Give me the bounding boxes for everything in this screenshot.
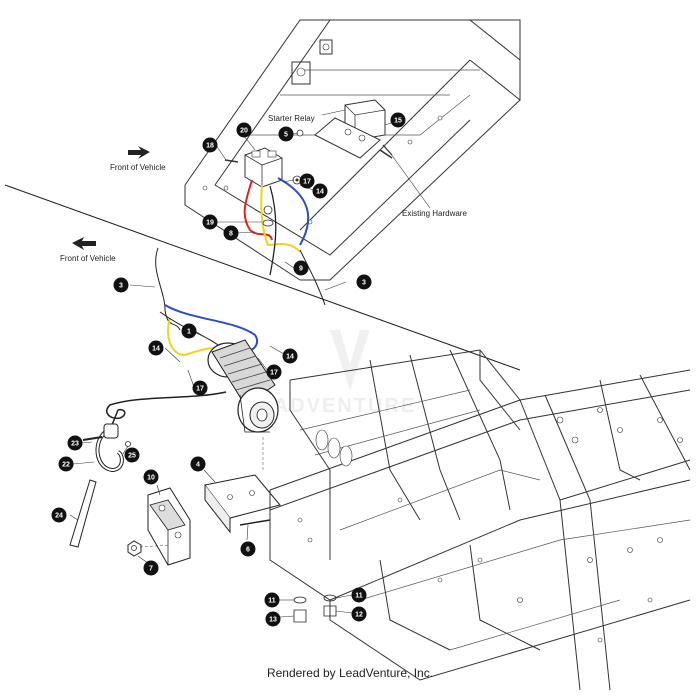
svg-text:11: 11 bbox=[268, 598, 276, 605]
svg-text:17: 17 bbox=[303, 179, 311, 186]
section-divider bbox=[4, 184, 521, 371]
red-wire-top bbox=[243, 179, 273, 241]
svg-text:23: 23 bbox=[71, 441, 79, 448]
callout-3-left: 3 bbox=[113, 277, 129, 293]
callout-11-right: 11 bbox=[351, 587, 367, 603]
callout-25: 25 bbox=[124, 447, 140, 463]
winch-mount-bracket bbox=[147, 487, 191, 566]
svg-text:20: 20 bbox=[240, 128, 248, 135]
svg-text:19: 19 bbox=[206, 220, 214, 227]
front-label-top: Front of Vehicle bbox=[110, 163, 166, 172]
top-frame-detail bbox=[184, 19, 521, 281]
svg-text:ADVENTURE: ADVENTURE bbox=[274, 395, 416, 417]
callout-23: 23 bbox=[67, 435, 83, 451]
front-arrow-left bbox=[72, 237, 96, 250]
callout-11-left: 11 bbox=[264, 592, 280, 608]
svg-text:17: 17 bbox=[196, 386, 204, 393]
svg-text:4: 4 bbox=[196, 462, 200, 469]
starter-relay-label: Starter Relay bbox=[268, 114, 315, 123]
svg-text:9: 9 bbox=[299, 266, 303, 273]
callouts: 20 15 5 18 17 14 19 8 9 3 3 1 14 14 17 1… bbox=[51, 112, 406, 627]
starter-relay bbox=[314, 99, 386, 159]
callout-14: 14 bbox=[312, 183, 328, 199]
yellow-wire-top bbox=[260, 184, 301, 253]
leader-lines bbox=[69, 121, 395, 618]
svg-text:14: 14 bbox=[286, 354, 294, 361]
callout-5: 5 bbox=[278, 126, 294, 142]
svg-text:11: 11 bbox=[355, 593, 363, 600]
svg-text:3: 3 bbox=[119, 283, 123, 290]
callout-7: 7 bbox=[143, 560, 159, 576]
vehicle-frame bbox=[269, 349, 691, 691]
svg-text:24: 24 bbox=[55, 513, 63, 520]
front-arrow-top bbox=[128, 146, 150, 159]
svg-text:8: 8 bbox=[229, 231, 233, 238]
front-label-left: Front of Vehicle bbox=[60, 254, 116, 263]
callout-6: 6 bbox=[240, 541, 256, 557]
svg-text:22: 22 bbox=[62, 462, 70, 469]
svg-text:7: 7 bbox=[149, 566, 153, 573]
hook-strap bbox=[69, 479, 97, 548]
callout-22: 22 bbox=[58, 456, 74, 472]
callout-18: 18 bbox=[202, 137, 218, 153]
nut bbox=[127, 540, 142, 557]
svg-text:5: 5 bbox=[284, 132, 288, 139]
svg-text:17: 17 bbox=[270, 370, 278, 377]
winch-contactor bbox=[244, 147, 283, 188]
callout-12: 12 bbox=[351, 606, 367, 622]
svg-text:3: 3 bbox=[362, 280, 366, 287]
svg-text:25: 25 bbox=[128, 453, 136, 460]
existing-hardware-label: Existing Hardware bbox=[402, 209, 467, 218]
winch-rope bbox=[106, 391, 227, 420]
watermark: ADVENTURE bbox=[274, 330, 416, 417]
callout-3-right: 3 bbox=[356, 274, 372, 290]
svg-text:6: 6 bbox=[246, 547, 250, 554]
callout-19: 19 bbox=[202, 214, 218, 230]
black-wire-top bbox=[269, 185, 277, 276]
callout-17-right: 17 bbox=[266, 364, 282, 380]
callout-20: 20 bbox=[236, 122, 252, 138]
blue-wire-top bbox=[277, 177, 310, 246]
mount-plate bbox=[204, 474, 281, 534]
svg-text:18: 18 bbox=[206, 143, 214, 150]
callout-10: 10 bbox=[143, 469, 159, 485]
cable-3-lower bbox=[155, 247, 181, 331]
callout-13: 13 bbox=[265, 611, 281, 627]
svg-text:14: 14 bbox=[152, 346, 160, 353]
cable-3-top bbox=[299, 249, 326, 306]
callout-9: 9 bbox=[293, 260, 309, 276]
hook bbox=[95, 423, 124, 473]
svg-text:10: 10 bbox=[147, 475, 155, 482]
callout-24: 24 bbox=[51, 507, 67, 523]
footer-credit: Rendered by LeadVenture, Inc. bbox=[266, 666, 434, 680]
svg-text:14: 14 bbox=[316, 189, 324, 196]
callout-17-left: 17 bbox=[192, 380, 208, 396]
svg-text:13: 13 bbox=[269, 617, 277, 624]
callout-14-right: 14 bbox=[282, 348, 298, 364]
winch bbox=[207, 339, 279, 433]
svg-text:15: 15 bbox=[394, 118, 402, 125]
callout-14-left: 14 bbox=[148, 340, 164, 356]
svg-text:12: 12 bbox=[355, 612, 363, 619]
callout-4: 4 bbox=[190, 456, 206, 472]
svg-text:1: 1 bbox=[187, 329, 191, 336]
callout-17: 17 bbox=[299, 173, 315, 189]
callout-8: 8 bbox=[223, 225, 239, 241]
callout-15: 15 bbox=[390, 112, 406, 128]
callout-1: 1 bbox=[181, 323, 197, 339]
